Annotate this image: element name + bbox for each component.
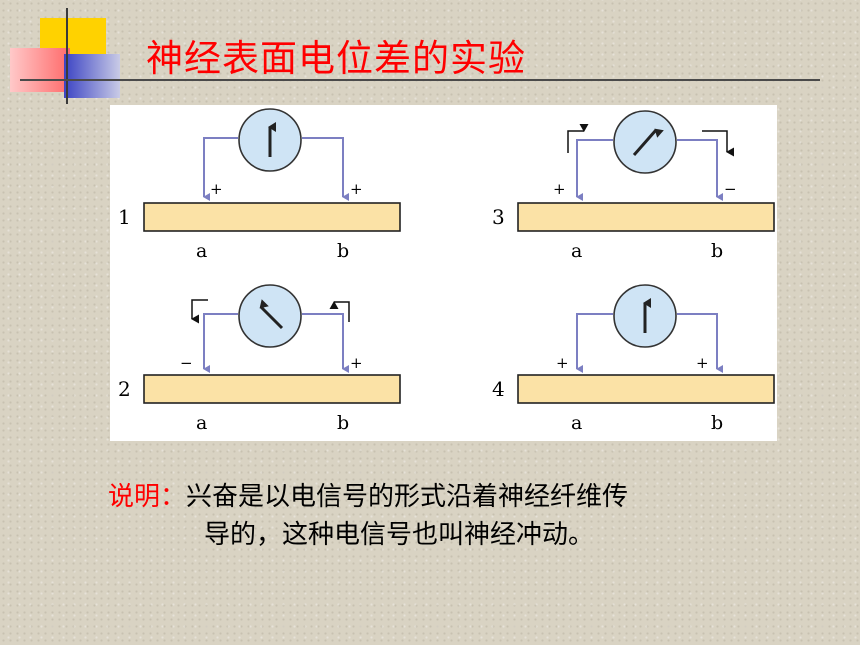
label-b: b <box>711 240 723 262</box>
caption-line-1: 兴奋是以电信号的形式沿着神经纤维传 <box>186 482 629 512</box>
right-sign: + <box>350 354 363 372</box>
label-a: a <box>196 412 207 434</box>
label-b: b <box>711 412 723 434</box>
nerve-potential-diagram: + + 1 a b − + 2 a b <box>118 108 775 434</box>
label-b: b <box>337 240 349 262</box>
left-sign: + <box>210 180 223 198</box>
page-title: 神经表面电位差的实验 <box>146 37 526 80</box>
right-sign: + <box>350 180 363 198</box>
panel-number: 3 <box>492 205 505 229</box>
current-arrow-icon <box>567 124 589 153</box>
nerve-fiber <box>517 374 775 404</box>
deco-blue-square <box>64 54 120 98</box>
panel-4: + + 4 a b <box>492 284 775 434</box>
right-electrode-wire <box>677 139 723 201</box>
right-electrode-wire <box>302 313 349 373</box>
deco-horizontal-line <box>20 79 820 81</box>
needle-left-icon <box>259 299 284 330</box>
caption: 说明：兴奋是以电信号的形式沿着神经纤维传 导的，这种电信号也叫神经冲动。 <box>108 478 808 554</box>
deco-pink-square <box>10 48 70 92</box>
nerve-fiber <box>143 374 401 404</box>
label-a: a <box>571 240 582 262</box>
left-electrode-wire <box>203 137 238 201</box>
right-sign: − <box>724 180 737 198</box>
nerve-fiber <box>517 202 775 232</box>
deco-vertical-line <box>66 8 68 104</box>
label-a: a <box>571 412 582 434</box>
left-electrode-wire <box>203 313 238 373</box>
panel-2: − + 2 a b <box>118 284 401 434</box>
label-a: a <box>196 240 207 262</box>
panel-number: 4 <box>492 377 505 401</box>
nerve-fiber <box>143 202 401 232</box>
left-sign: − <box>180 354 193 372</box>
left-sign: + <box>556 354 569 372</box>
left-sign: + <box>553 180 566 198</box>
caption-line-2: 导的，这种电信号也叫神经冲动。 <box>204 520 595 550</box>
panel-number: 2 <box>118 377 131 401</box>
left-electrode-wire <box>576 139 613 201</box>
label-b: b <box>337 412 349 434</box>
right-electrode-wire <box>302 137 349 201</box>
panel-1: + + 1 a b <box>118 108 401 262</box>
current-arrow-icon <box>329 301 350 322</box>
current-arrow-icon <box>191 299 208 324</box>
panel-3: + − 3 a b <box>492 110 775 262</box>
needle-right-icon <box>632 128 664 156</box>
right-electrode-wire <box>677 313 723 373</box>
right-sign: + <box>696 354 709 372</box>
panel-number: 1 <box>118 205 131 229</box>
diagram-panel: + + 1 a b − + 2 a b <box>110 105 777 441</box>
left-electrode-wire <box>576 313 613 373</box>
current-arrow-icon <box>702 130 734 157</box>
caption-label: 说明： <box>108 482 187 512</box>
